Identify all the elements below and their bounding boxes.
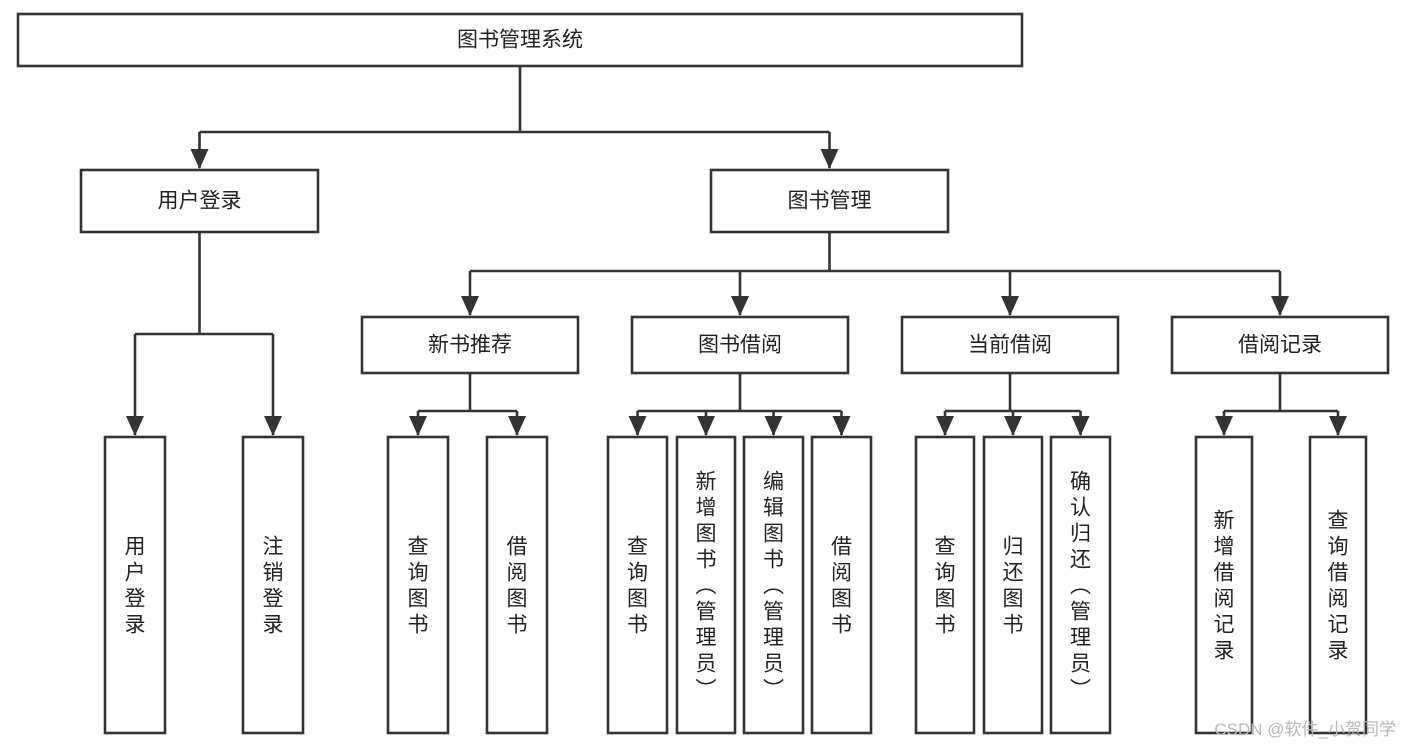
leaf-node-注销登录-1[interactable]: 注销登录 xyxy=(241,435,305,735)
node-label: 当前借阅 xyxy=(968,334,1052,357)
node-label: 新书推荐 xyxy=(428,334,512,357)
arrow-head xyxy=(1271,296,1289,316)
leaf-node-查询图书-2[interactable]: 查询图书 xyxy=(386,435,450,735)
leaf-node-借阅图书-3[interactable]: 借阅图书 xyxy=(485,435,549,735)
node-label: 编辑图书︵管理员︶ xyxy=(763,470,784,701)
leaf-node-借阅图书-7[interactable]: 借阅图书 xyxy=(810,435,873,735)
node-rect xyxy=(79,168,320,234)
arrow-head xyxy=(1329,416,1347,436)
node-rect xyxy=(900,315,1120,375)
arrow-head xyxy=(832,416,851,436)
node-label: 查询借阅记录 xyxy=(1328,509,1349,662)
node-label: 注销登录 xyxy=(263,535,284,636)
leaf-node-查询借阅记录-12[interactable]: 查询借阅记录 xyxy=(1308,435,1368,735)
level2-node-用户登录-0[interactable]: 用户登录 xyxy=(79,168,320,234)
leaf-node-编辑图书管理员-6[interactable]: 编辑图书︵管理员︶ xyxy=(742,435,805,735)
arrow-head xyxy=(764,416,783,436)
leaf-node-查询图书-8[interactable]: 查询图书 xyxy=(914,435,976,735)
node-label: 查询图书 xyxy=(408,535,429,636)
csdn-watermark: CSDN @软件_小贺同学 xyxy=(1214,720,1396,739)
node-rect xyxy=(630,315,850,375)
arrow-head xyxy=(1215,416,1233,436)
node-label: 确认归还︵管理员︶ xyxy=(1070,470,1091,701)
node-rect xyxy=(1194,435,1254,735)
node-label: 用户登录 xyxy=(158,190,242,213)
node-rect xyxy=(241,435,305,735)
arrow-head xyxy=(190,149,209,169)
node-rect xyxy=(982,435,1044,735)
node-rect xyxy=(360,315,580,375)
arrow-head xyxy=(1004,416,1022,436)
arrow-head xyxy=(936,416,954,436)
level2-node-图书管理-1[interactable]: 图书管理 xyxy=(709,168,950,234)
node-label: 新增借阅记录 xyxy=(1214,509,1235,662)
leaf-node-查询图书-4[interactable]: 查询图书 xyxy=(606,435,669,735)
node-rect xyxy=(1308,435,1368,735)
node-rect xyxy=(742,435,805,735)
node-label: 图书管理系统 xyxy=(457,29,583,52)
node-label: 查询图书 xyxy=(627,535,648,636)
node-rect xyxy=(606,435,669,735)
node-rect xyxy=(914,435,976,735)
node-rect xyxy=(810,435,873,735)
node-rect xyxy=(386,435,450,735)
arrow-head xyxy=(1071,416,1090,436)
node-layer: 图书管理系统用户登录图书管理新书推荐图书借阅当前借阅借阅记录用户登录注销登录查询… xyxy=(16,12,1390,735)
node-rect xyxy=(675,435,737,735)
node-label: 新增图书︵管理员︶ xyxy=(696,470,717,701)
node-rect xyxy=(1049,435,1112,735)
node-rect xyxy=(709,168,950,234)
node-label: 图书借阅 xyxy=(698,334,782,357)
arrow-head xyxy=(731,296,749,316)
leaf-node-用户登录-0[interactable]: 用户登录 xyxy=(103,435,167,735)
node-rect xyxy=(103,435,167,735)
node-label: 借阅图书 xyxy=(507,535,528,636)
arrow-head xyxy=(264,416,282,436)
node-rect xyxy=(16,12,1024,68)
node-label: 用户登录 xyxy=(125,535,146,636)
arrow-head xyxy=(820,149,839,169)
node-label: 借阅图书 xyxy=(831,535,852,636)
arrow-head xyxy=(628,416,647,436)
level3-node-当前借阅-2[interactable]: 当前借阅 xyxy=(900,315,1120,375)
leaf-node-归还图书-9[interactable]: 归还图书 xyxy=(982,435,1044,735)
node-label: 查询图书 xyxy=(935,535,956,636)
arrow-head xyxy=(697,416,715,436)
leaf-node-新增借阅记录-11[interactable]: 新增借阅记录 xyxy=(1194,435,1254,735)
level3-node-新书推荐-0[interactable]: 新书推荐 xyxy=(360,315,580,375)
level3-node-图书借阅-1[interactable]: 图书借阅 xyxy=(630,315,850,375)
arrow-head xyxy=(126,416,144,436)
arrow-head xyxy=(461,296,479,316)
leaf-node-新增图书管理员-5[interactable]: 新增图书︵管理员︶ xyxy=(675,435,737,735)
node-label: 借阅记录 xyxy=(1238,334,1322,357)
arrow-head xyxy=(409,416,427,436)
node-label: 图书管理 xyxy=(788,190,872,213)
leaf-node-确认归还管理员-10[interactable]: 确认归还︵管理员︶ xyxy=(1049,435,1112,735)
level3-node-借阅记录-3[interactable]: 借阅记录 xyxy=(1170,315,1390,375)
node-rect xyxy=(1170,315,1390,375)
connector-layer xyxy=(126,66,1347,436)
root-node-图书管理系统[interactable]: 图书管理系统 xyxy=(16,12,1024,68)
node-label: 归还图书 xyxy=(1003,535,1024,636)
arrow-head xyxy=(508,416,526,436)
node-rect xyxy=(485,435,549,735)
arrow-head xyxy=(1001,296,1019,316)
